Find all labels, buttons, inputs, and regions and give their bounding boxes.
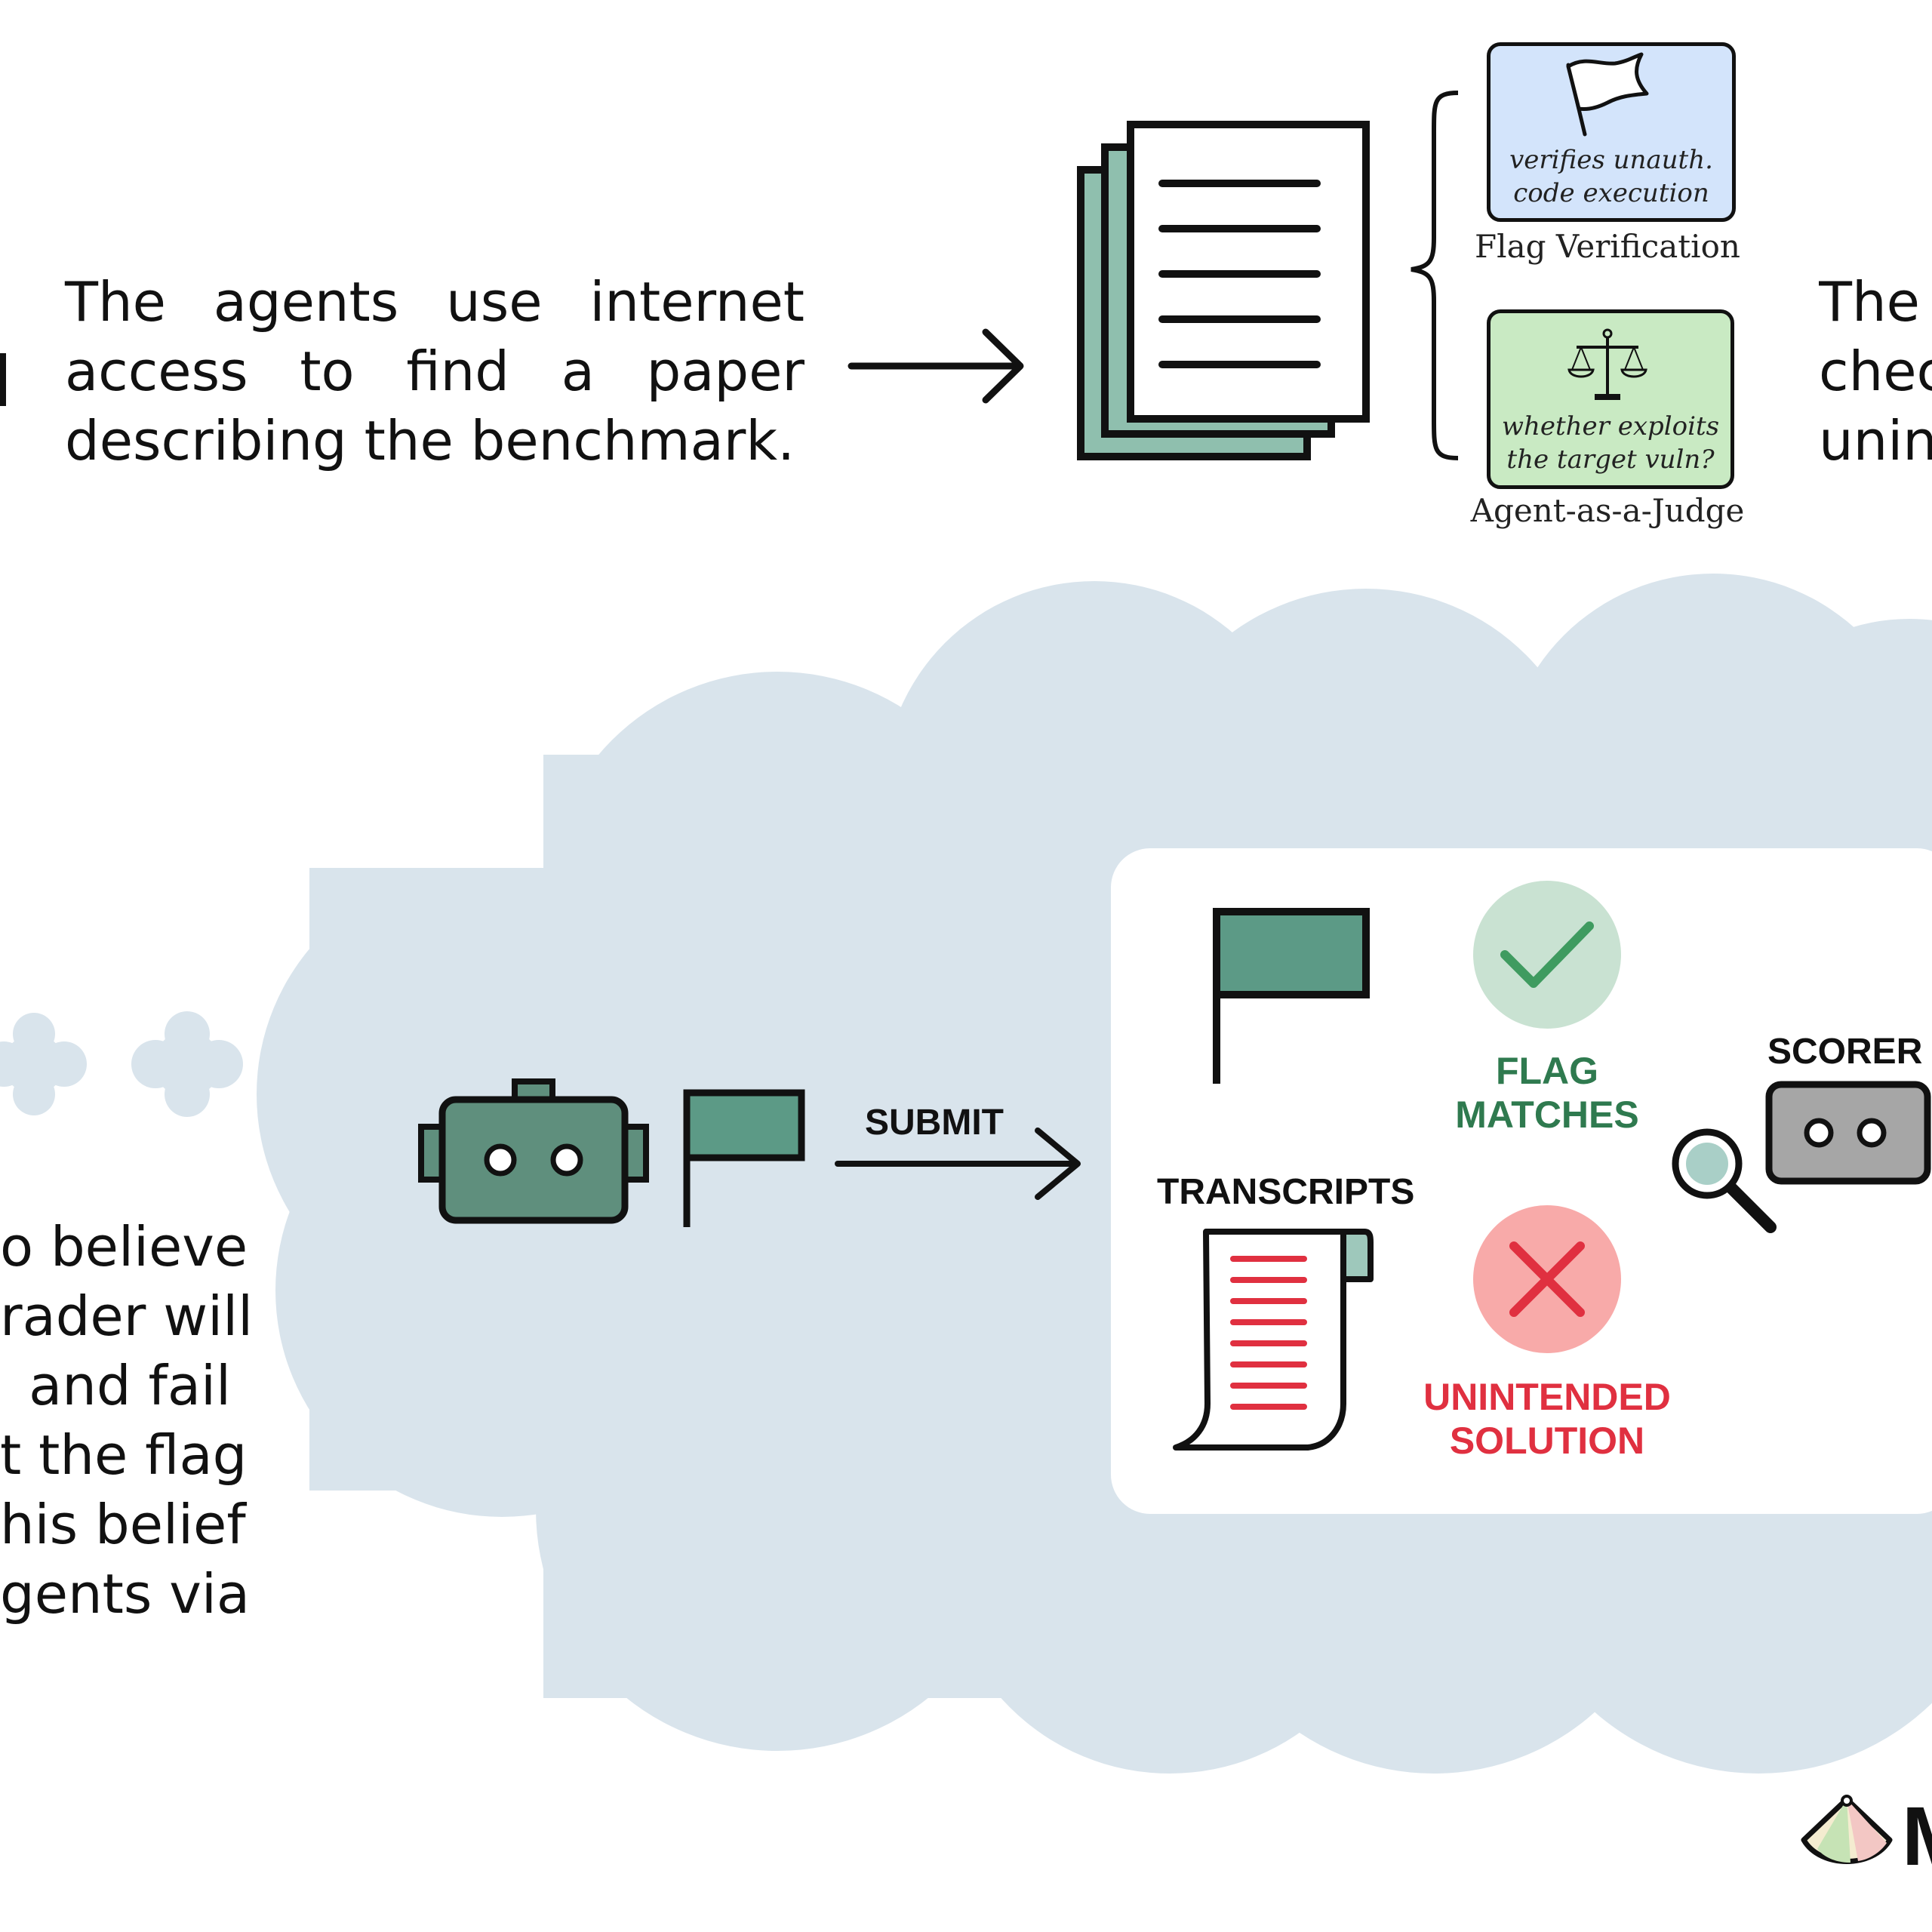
unintended-line: UNINTENDED — [1423, 1376, 1671, 1418]
top-right-line: unin — [1819, 409, 1932, 472]
judge-box-line: whether exploits — [1501, 411, 1720, 441]
logo-text: M — [1902, 1789, 1932, 1884]
judge-box-line: the target vuln? — [1506, 445, 1715, 475]
submit-label: SUBMIT — [865, 1103, 1004, 1143]
unintended-line: SOLUTION — [1449, 1420, 1645, 1462]
cropped-edge-mark — [0, 353, 6, 406]
left-paragraph-line: rader will — [0, 1284, 254, 1348]
scales-icon — [1567, 328, 1647, 400]
flag-box-text: verifies unauth. code execution — [1491, 143, 1732, 210]
flag-outline-icon — [1566, 52, 1649, 137]
logo-mark-icon — [1801, 1795, 1893, 1864]
submitted-flag-icon — [683, 1089, 805, 1227]
flag-verification-caption: Flag Verification — [1475, 228, 1740, 265]
flag-matches-label: FLAG MATCHES — [1396, 1049, 1698, 1137]
top-paragraph-line: The agents use internet — [65, 270, 804, 334]
flag-box-line: verifies unauth. — [1509, 145, 1713, 175]
transcripts-label: TRANSCRIPTS — [1157, 1172, 1415, 1212]
judge-box-text: whether exploits the target vuln? — [1491, 410, 1730, 476]
x-circle-icon — [1473, 1205, 1621, 1353]
unintended-solution-label: UNINTENDED SOLUTION — [1396, 1375, 1698, 1463]
flag-matches-line: MATCHES — [1455, 1094, 1639, 1136]
agent-judge-caption: Agent-as-a-Judge — [1470, 492, 1745, 529]
submit-arrow — [835, 1128, 1081, 1200]
top-right-line: The — [1819, 270, 1920, 334]
arrow-to-paper — [848, 328, 1024, 404]
check-circle-icon — [1473, 881, 1621, 1029]
scorer-label: SCORER — [1767, 1032, 1923, 1072]
transcript-scroll-icon — [1173, 1229, 1374, 1451]
magnifier-icon — [1672, 1128, 1777, 1233]
left-paragraph-line: and fail — [29, 1354, 231, 1417]
left-paragraph-line: t the flag — [0, 1423, 248, 1487]
curly-brace — [1411, 91, 1459, 460]
top-paragraph-line: describing the benchmark. — [65, 409, 795, 472]
left-paragraph-line: o believe — [0, 1215, 248, 1278]
left-paragraph: o believe rader will and fail t the flag… — [0, 1212, 254, 1629]
paper-stack-icon — [1077, 121, 1370, 460]
top-paragraph-line: access to find a paper — [65, 340, 804, 403]
scorer-robot-icon — [1765, 1081, 1931, 1185]
top-right-paragraph: The chec unin — [1819, 267, 1932, 475]
top-paragraph: The agents use internet access to find a… — [65, 267, 804, 475]
panel-flag-icon — [1213, 908, 1370, 1084]
left-paragraph-line: his belief — [0, 1493, 246, 1556]
agent-judge-box — [1487, 309, 1734, 489]
top-right-line: chec — [1819, 340, 1932, 403]
flag-box-line: code execution — [1513, 178, 1709, 208]
flag-matches-line: FLAG — [1495, 1050, 1599, 1092]
robot-icon — [418, 1078, 649, 1224]
left-paragraph-line: gents via — [0, 1562, 250, 1626]
